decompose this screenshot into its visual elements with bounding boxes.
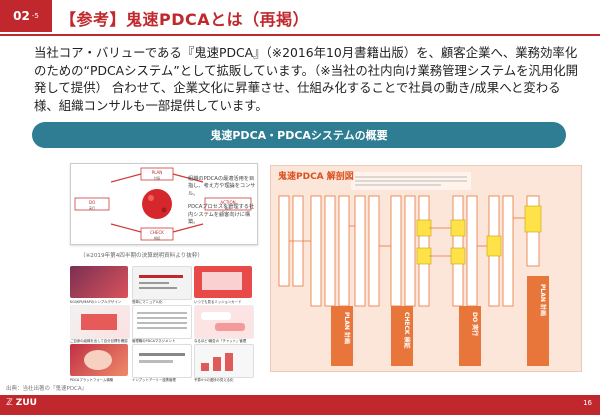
tile-label-4: ご自身の組織を出して自分目標を確認 [70,339,128,343]
map-col-plan: PLAN 計画 [343,312,351,344]
tile-label-1: KGI/KPI/MAPのシンプルデザイン [70,300,122,304]
footer-bar [0,395,600,415]
plan-label: PLAN [152,170,162,175]
section-sub: -5 [31,12,39,20]
tile-manual [132,266,192,300]
overview-banner: 鬼速PDCA・PDCAシステムの概要 [32,122,566,148]
tile-label-7: PDCAプラットフォーム構築 [70,378,114,382]
header-divider [0,34,600,36]
tile-input-link [132,344,192,378]
tile-label-6: なるほど!報告の「チャット」管理 [194,339,247,343]
tile-mission-card [194,266,252,298]
product-screenshot-collage: KGI/KPI/MAPのシンプルデザイン 簡単にマニュアル化 いつでも見るミッシ… [70,260,254,382]
source-note: 出典：当社出著の『鬼速PDCA』 [6,386,88,392]
pdca-cycle-diagram: PLAN 計画 DO 実行 ACTION 改善 CHECK 検証 [74,167,252,241]
center-logo-icon [142,189,172,219]
page-number: 16 [583,399,592,407]
map-col-check: CHECK 検証 [403,312,411,349]
pdca-notes: 組織のPDCAの最適活用を目指し、考え方や理論をコンサル。 PDCAプロセスを管… [188,176,258,232]
check-label: CHECK [150,230,164,235]
tile-kgi-map [70,266,128,298]
tile-platform [70,344,128,376]
tile-chat [194,305,254,339]
tile-management [132,305,192,339]
pdca-note-consulting: 組織のPDCAの最適活用を目指し、考え方や理論をコンサル。 [188,176,256,197]
tile-goal-check [70,305,130,339]
anatomy-diagram: PLAN 計画 CHECK 検証 DO 実行 PLAN 計画 [278,172,549,366]
check-node [140,227,174,241]
action-label: ACTION [220,200,235,205]
map-col-plan-2: PLAN 計画 [539,284,547,316]
section-badge: 02 -5 [0,0,52,32]
map-title: 鬼速PDCA 解剖図 [278,172,354,182]
intro-text: 当社コア・バリューである『鬼速PDCA』（※2016年10月書籍出版）を、顧客企… [34,45,579,113]
do-label: DO [89,200,95,205]
do-sub-label: 実行 [89,205,95,210]
zuu-logo-icon: ℤ [6,398,13,408]
pdca-anatomy-map: PLAN 計画 CHECK 検証 DO 実行 PLAN 計画 [270,165,582,372]
tile-label-9: 予算4つの進捗の見える化 [194,378,234,382]
check-sub-label: 検証 [154,235,160,240]
tile-progress [194,344,254,378]
plan-sub-label: 計画 [154,175,160,180]
action-node [204,197,252,211]
tile-label-5: 管理職のPDCAマネジメント [132,339,176,343]
pdca-note-system: PDCAプロセスを管理する社内システムを顧客向けに構築。 [188,204,255,226]
logo-text: ZUU [15,398,37,408]
do-node [74,197,110,211]
tile-label-8: インプットアーリー連携管理 [132,378,176,382]
page-title: 【参考】鬼速PDCAとは（再掲） [60,10,310,29]
action-sub-label: 改善 [225,205,231,210]
plan-node [140,167,174,181]
section-number: 02 [13,9,30,23]
company-logo: ℤ ZUU [6,398,37,408]
pdca-cycle-card: PLAN 計画 DO 実行 ACTION 改善 CHECK 検証 [70,163,258,245]
tile-label-3: いつでも見るミッションカード [194,300,242,304]
excerpt-caption: （※2019年第4四半期の決算説明資料より抜粋） [80,253,204,259]
tile-label-2: 簡単にマニュアル化 [132,300,163,304]
map-col-do: DO 実行 [471,312,479,336]
